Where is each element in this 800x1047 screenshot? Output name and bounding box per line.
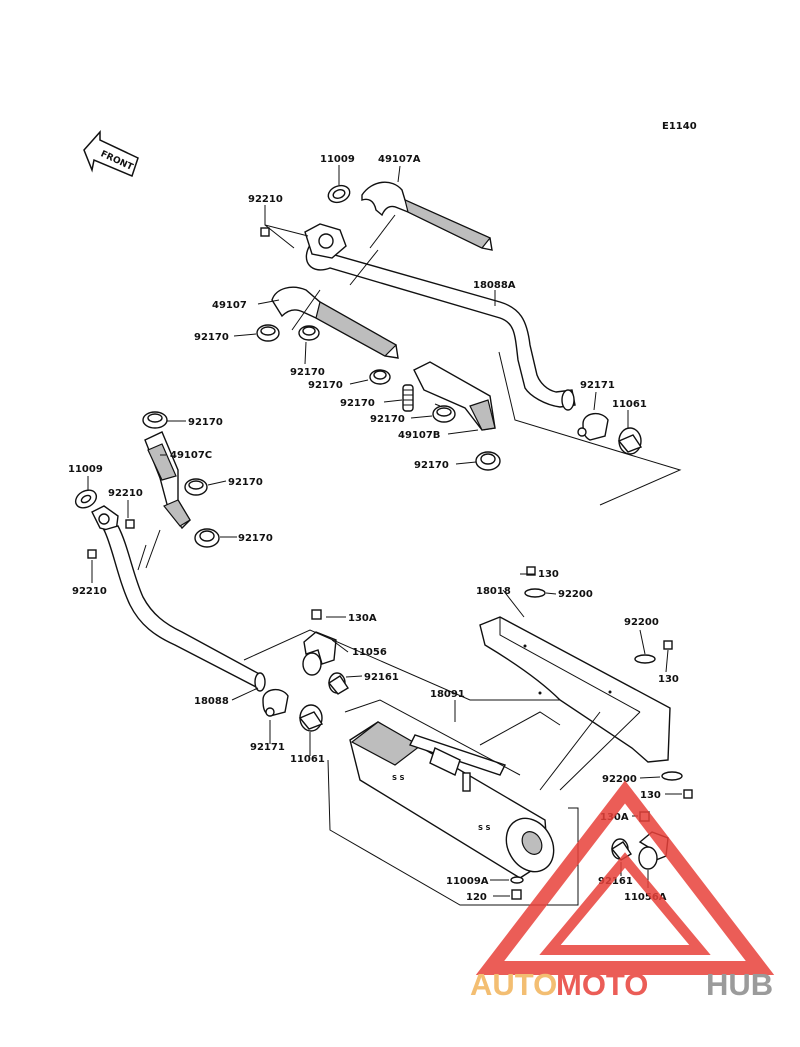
label-49107B: 49107B [398,430,440,441]
label-92170-d: 92170 [340,398,375,409]
sleeve-11061-left [298,704,324,732]
svg-text:S S: S S [478,824,491,832]
label-11056A: 11056A [624,892,667,903]
label-92171-left: 92171 [250,742,285,753]
label-92171-right: 92171 [580,380,615,391]
label-92170-c: 92170 [308,380,343,391]
washer-92200-b [634,654,656,664]
washer-92200-c [661,771,683,781]
label-130A-bottom: 130A [600,812,629,823]
front-arrow-icon: FRONT [83,130,139,178]
svg-text:S S: S S [392,774,405,782]
label-11009-top: 11009 [320,154,355,165]
label-120: 120 [466,892,487,903]
cover-49107 [271,286,399,359]
label-18088: 18088 [194,696,229,707]
nut-92210-left2 [87,549,97,559]
label-11009-left: 11009 [68,464,103,475]
label-18018: 18018 [476,586,511,597]
spring-92170-d [402,384,414,412]
clamp-92170-a [256,324,280,342]
label-92170-h: 92170 [228,477,263,488]
bolt-130-c [683,789,693,799]
label-92170-a: 92170 [194,332,229,343]
heat-shield-18018 [479,616,671,763]
cover-49107B [413,361,496,431]
label-130-b: 130 [658,674,679,685]
watermark-text-hub: HUB [706,967,773,1002]
gasket-11009-top [327,184,351,204]
automotohub-watermark-logo: AUTO MOTO HUB [470,780,775,1002]
cover-49107C [144,431,191,530]
nut-92210-left1 [125,519,135,529]
bracket-11056 [302,631,337,676]
nut-92210-top [260,227,270,237]
label-92170-f: 92170 [414,460,449,471]
label-92161-bottom: 92161 [598,876,633,887]
label-18091: 18091 [430,689,465,700]
bolt-130-b [663,640,673,650]
left-flange [91,505,119,533]
clamp-92170-e [432,405,456,423]
label-92200-a: 92200 [558,589,593,600]
gasket-11009-left [74,489,98,509]
bolt-120 [511,889,522,900]
label-130A-top: 130A [348,613,377,624]
label-11056: 11056 [352,647,387,658]
upper-flange [304,223,347,259]
clamp-92170-i [194,528,220,548]
bolt-130-a [526,566,536,576]
label-11009A: 11009A [446,876,489,887]
watermark-text-auto: AUTO [470,967,557,1002]
label-49107C: 49107C [170,450,212,461]
label-130-a: 130 [538,569,559,580]
label-49107A: 49107A [378,154,421,165]
part-labels: 11009 49107A 92210 18088A 49107 92170 92… [68,154,679,903]
label-11061-left: 11061 [290,754,325,765]
washer-11009A [510,876,524,884]
cover-49107A [361,181,493,251]
muffler-18091: S S S S [349,721,555,879]
label-92170-b: 92170 [290,367,325,378]
clamp-92170-c [369,369,391,385]
label-92210-left2: 92210 [72,586,107,597]
label-92210-top: 92210 [248,194,283,205]
watermark-text-moto: MOTO [556,967,648,1002]
label-92170-i: 92170 [238,533,273,544]
label-92200-c: 92200 [602,774,637,785]
clamp-92171-left [262,689,289,717]
clamp-92171-right [577,413,609,441]
washer-92200-a [524,588,546,598]
label-92170-e: 92170 [370,414,405,425]
leader-lines [87,165,682,906]
label-130-c: 130 [640,790,661,801]
clamp-92170-b [298,325,320,341]
label-49107: 49107 [212,300,247,311]
label-92161-top: 92161 [364,672,399,683]
lower-pipe-18088 [102,525,266,692]
diagram-code: E1140 [662,121,697,132]
bolt-130A-top [311,609,322,620]
clamp-92170-h [184,478,208,496]
label-18088A: 18088A [473,280,516,291]
sleeve-11061-right [617,427,643,455]
clamp-92170-g [142,411,168,429]
label-92170-g: 92170 [188,417,223,428]
clamp-92170-f [475,451,501,471]
label-92200-b: 92200 [624,617,659,628]
damper-92161-top [327,672,349,695]
label-11061-right: 11061 [612,399,647,410]
label-92210-left1: 92210 [108,488,143,499]
